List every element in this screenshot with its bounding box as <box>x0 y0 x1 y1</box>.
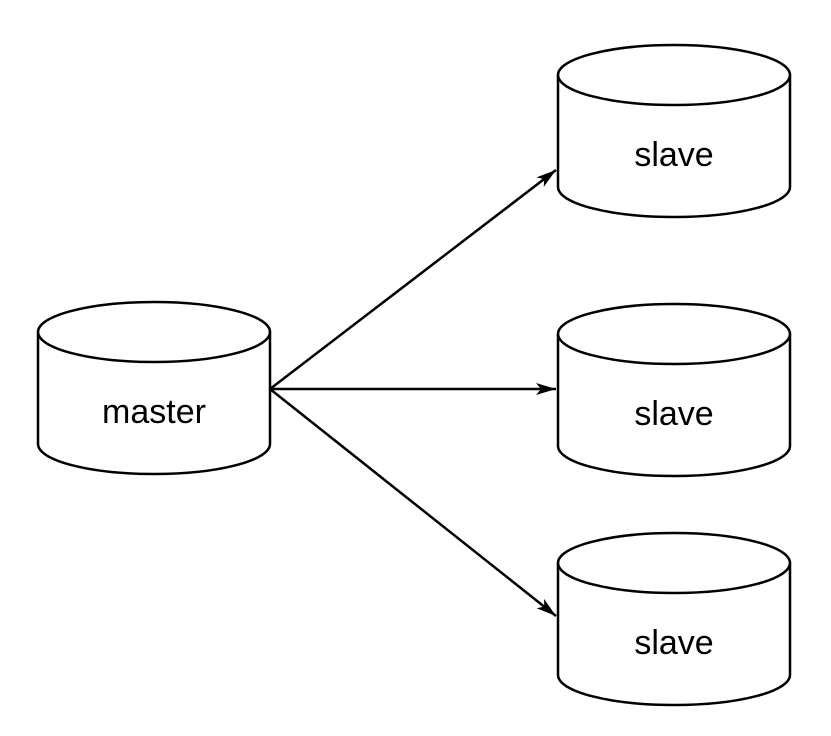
node-label-slave-2: slave <box>634 395 713 433</box>
cylinder-top-ellipse <box>36 300 272 364</box>
edge-master-to-slave-1 <box>269 169 557 390</box>
cylinder-body <box>556 334 792 478</box>
cylinder-top-ellipse <box>556 531 792 595</box>
node-label-slave-3: slave <box>634 624 713 662</box>
node-master: master <box>36 300 272 476</box>
edge-master-to-slave-3 <box>269 388 557 617</box>
node-slave-1: slave <box>556 43 792 219</box>
edges-layer <box>269 169 557 617</box>
node-slave-2: slave <box>556 302 792 478</box>
node-label-slave-1: slave <box>634 136 713 174</box>
cylinder-body <box>36 332 272 476</box>
cylinder-body <box>556 75 792 219</box>
cylinder-top-ellipse <box>556 302 792 366</box>
node-label-master: master <box>102 393 206 431</box>
nodes-layer: master slave slave slave <box>36 43 792 707</box>
cylinder-body <box>556 563 792 707</box>
cylinder-top-ellipse <box>556 43 792 107</box>
node-slave-3: slave <box>556 531 792 707</box>
